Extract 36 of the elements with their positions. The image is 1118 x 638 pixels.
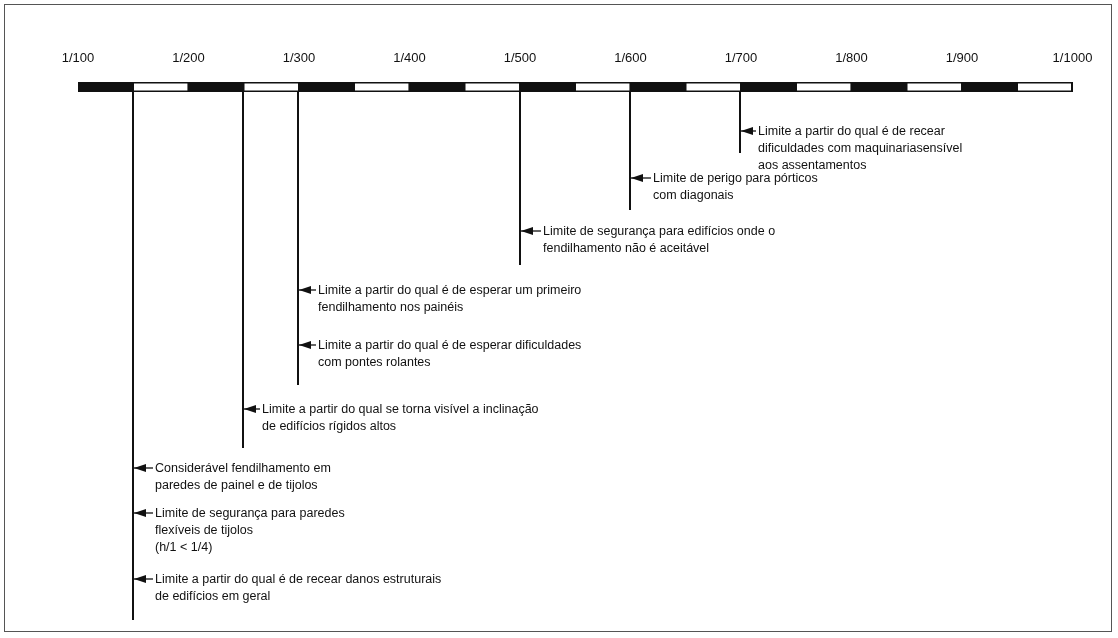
note-text: Limite a partir do qual é de recear danos estruturais de edifícios em geral — [155, 571, 443, 605]
leader-line — [298, 286, 317, 294]
note-text: Limite a partir do qual é de esperar dificuldades com pontes rolantes — [318, 337, 583, 371]
scale-label: 1/200 — [171, 50, 206, 65]
note-text: Limite de perigo para pórticos com diagonais — [653, 170, 819, 204]
scale-label: 1/1000 — [1051, 50, 1094, 65]
note-text: Limite a partir do qual se torna visível a inclinação de edifícios rígidos altos — [262, 401, 540, 435]
note-text: Limite de segurança para edifícios onde o fendilhamento não é aceitável — [543, 223, 777, 257]
note-text: (h/1 < 1/4) — [155, 539, 214, 556]
scale-label: 1/300 — [281, 50, 317, 65]
leader-line — [630, 174, 652, 182]
vertical-line — [739, 92, 741, 153]
note-text: Limite a partir do qual é de esperar um primeiro fendilhamento nos painéis — [318, 282, 583, 316]
leader-line — [133, 509, 154, 517]
note-text: Limite de segurança para paredes flexíveis de tijolos — [155, 505, 346, 539]
leader-line — [133, 575, 154, 583]
leader-line — [520, 227, 542, 235]
vertical-line — [242, 92, 244, 448]
scale-label: 1/500 — [502, 50, 538, 65]
vertical-line — [519, 92, 521, 265]
scale-label: 1/100 — [60, 50, 96, 65]
leader-line — [243, 405, 261, 413]
vertical-line — [629, 92, 631, 210]
note-text: Limite a partir do qual é de recear dificuldades com maquinariasensível aos assentamentos — [758, 123, 964, 173]
scale-label: 1/700 — [723, 50, 759, 65]
scale-label: 1/800 — [834, 50, 869, 65]
leader-line — [133, 464, 154, 472]
leader-line — [740, 127, 757, 135]
scale-label: 1/900 — [944, 50, 980, 65]
leader-line — [298, 341, 317, 349]
scale-label: 1/600 — [613, 50, 648, 65]
vertical-line — [297, 92, 299, 385]
note-text: Considerável fendilhamento em paredes de painel e de tijolos — [155, 460, 332, 494]
scale-bar — [78, 82, 1073, 92]
scale-label: 1/400 — [392, 50, 427, 65]
vertical-line — [132, 92, 134, 620]
